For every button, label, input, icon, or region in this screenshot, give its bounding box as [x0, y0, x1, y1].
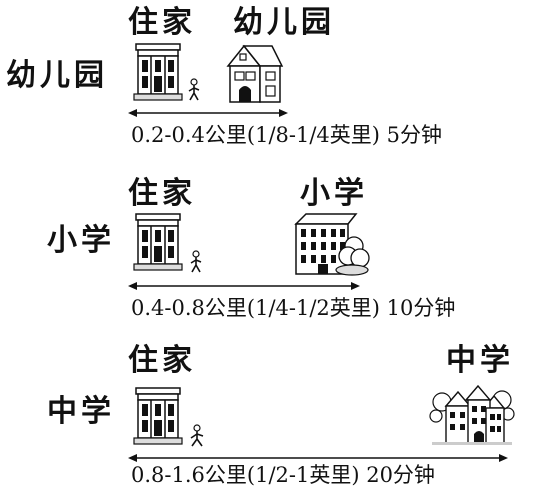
distance-arrow	[128, 282, 360, 290]
walking-child-icon	[190, 250, 202, 273]
school-label: 幼儿园	[233, 5, 335, 40]
distance-arrow	[128, 109, 288, 117]
walking-child-icon	[188, 78, 200, 101]
school-label: 中学	[446, 343, 514, 378]
level-label: 中学	[47, 394, 115, 429]
distance-label: 0.4-0.8公里(1/4-1/2英里) 10分钟	[131, 296, 456, 320]
walking-child-icon	[190, 424, 204, 447]
house-icon	[133, 213, 183, 271]
home-label: 住家	[128, 176, 196, 211]
home-label: 住家	[128, 5, 196, 40]
level-label: 幼儿园	[6, 58, 108, 93]
level-label: 小学	[47, 223, 115, 258]
tree-icon	[335, 236, 370, 276]
kindergarten-building-icon	[226, 44, 284, 103]
distance-arrow	[128, 454, 508, 462]
distance-label: 0.8-1.6公里(1/2-1英里) 20分钟	[131, 463, 435, 487]
house-icon	[133, 387, 183, 445]
house-icon	[133, 43, 183, 101]
primary-school-building-icon	[294, 213, 370, 276]
school-label: 小学	[300, 176, 368, 211]
distance-label: 0.2-0.4公里(1/8-1/4英里) 5分钟	[131, 123, 443, 147]
home-label: 住家	[128, 343, 196, 378]
middle-school-building-icon	[429, 384, 515, 445]
